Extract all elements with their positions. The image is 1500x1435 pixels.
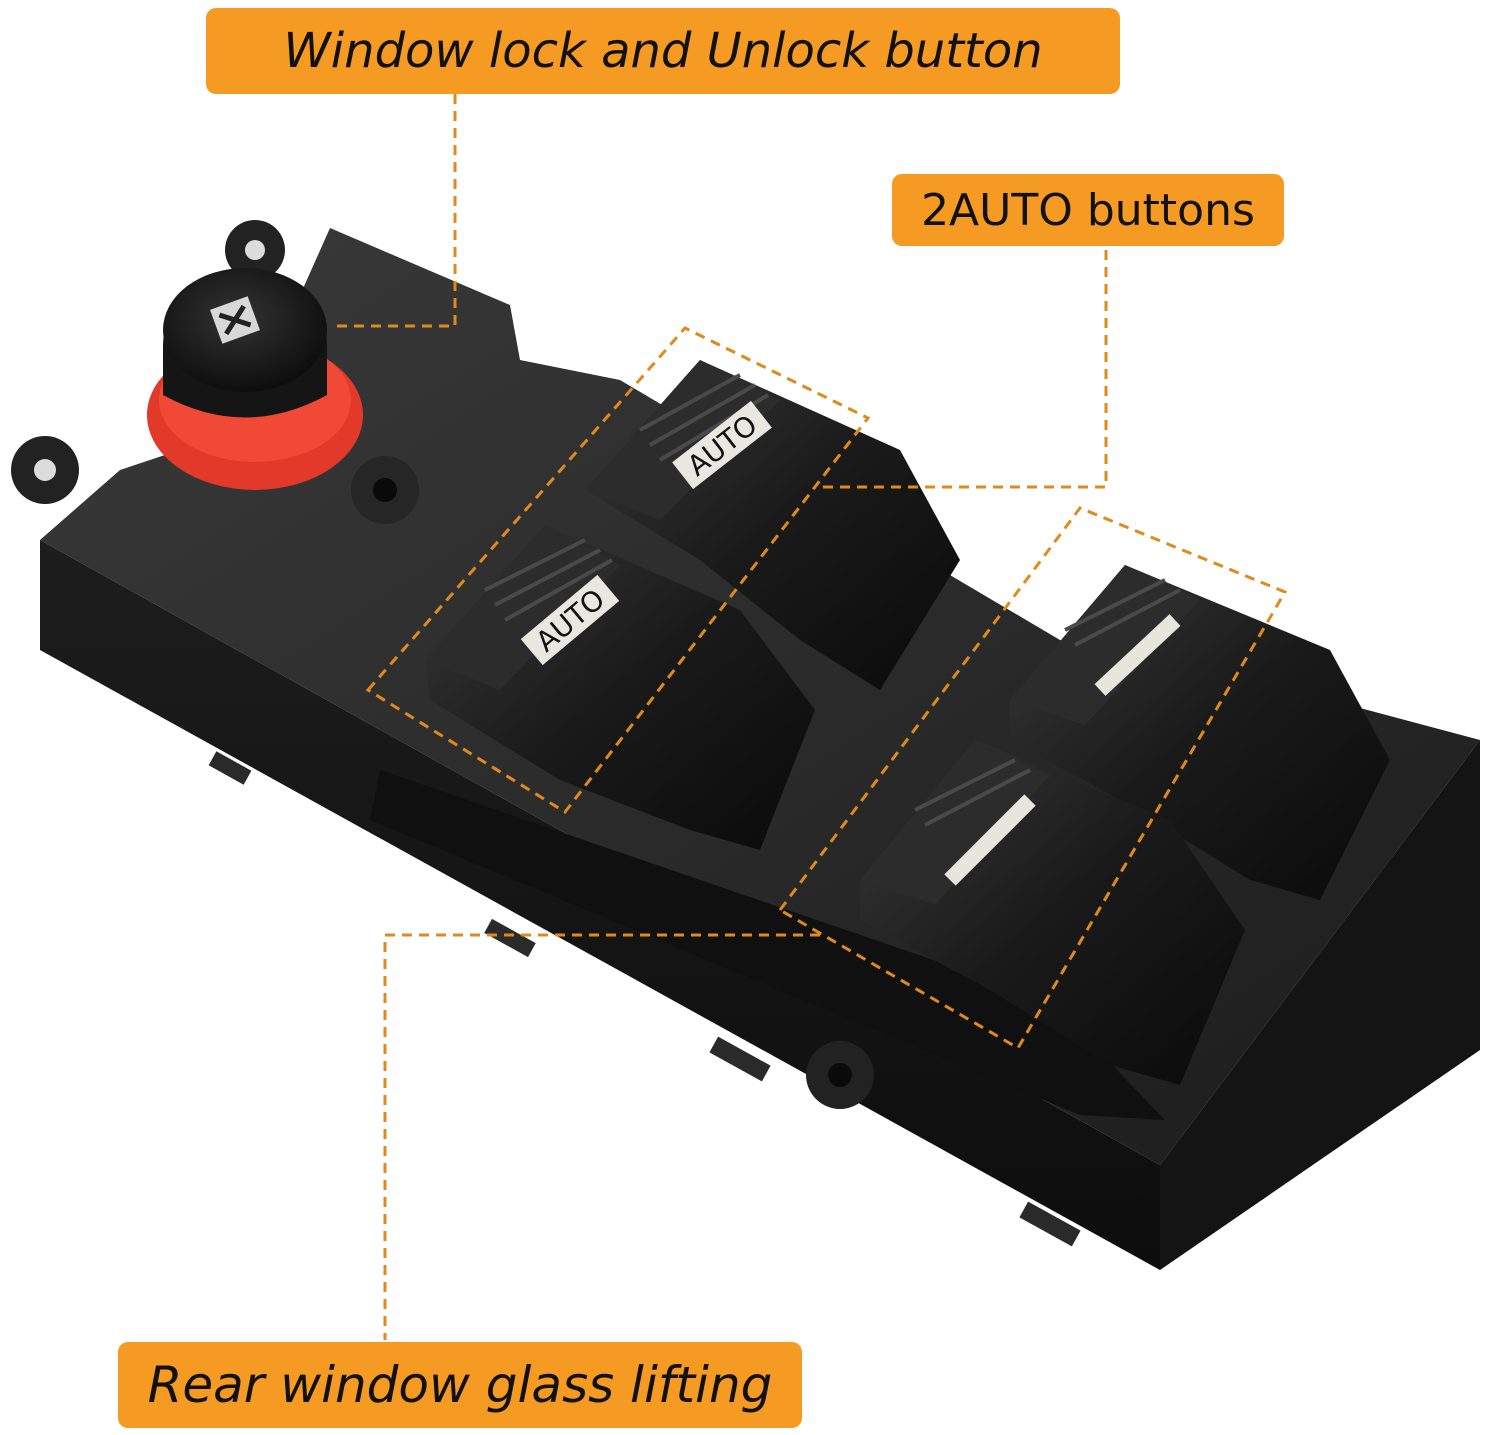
callout-lock-unlock: Window lock and Unlock button — [206, 8, 1120, 94]
callout-auto-text: 2AUTO buttons — [921, 184, 1255, 236]
indicator-strip — [944, 794, 1036, 886]
window-lock-button[interactable] — [147, 268, 363, 490]
auto-switch-rear[interactable]: AUTO — [585, 360, 960, 690]
lock-icon — [210, 296, 260, 344]
auto-switch-front[interactable]: AUTO — [425, 525, 815, 850]
callout-lock-text: Window lock and Unlock button — [283, 23, 1043, 79]
callout-rear-window: Rear window glass lifting — [118, 1342, 802, 1428]
leader-lines — [330, 94, 1288, 1340]
callout-rear-text: Rear window glass lifting — [147, 1356, 773, 1414]
indicator-strip — [1094, 614, 1181, 696]
rear-switch-right[interactable] — [1010, 565, 1390, 900]
callout-auto-buttons: 2AUTO buttons — [892, 174, 1284, 246]
